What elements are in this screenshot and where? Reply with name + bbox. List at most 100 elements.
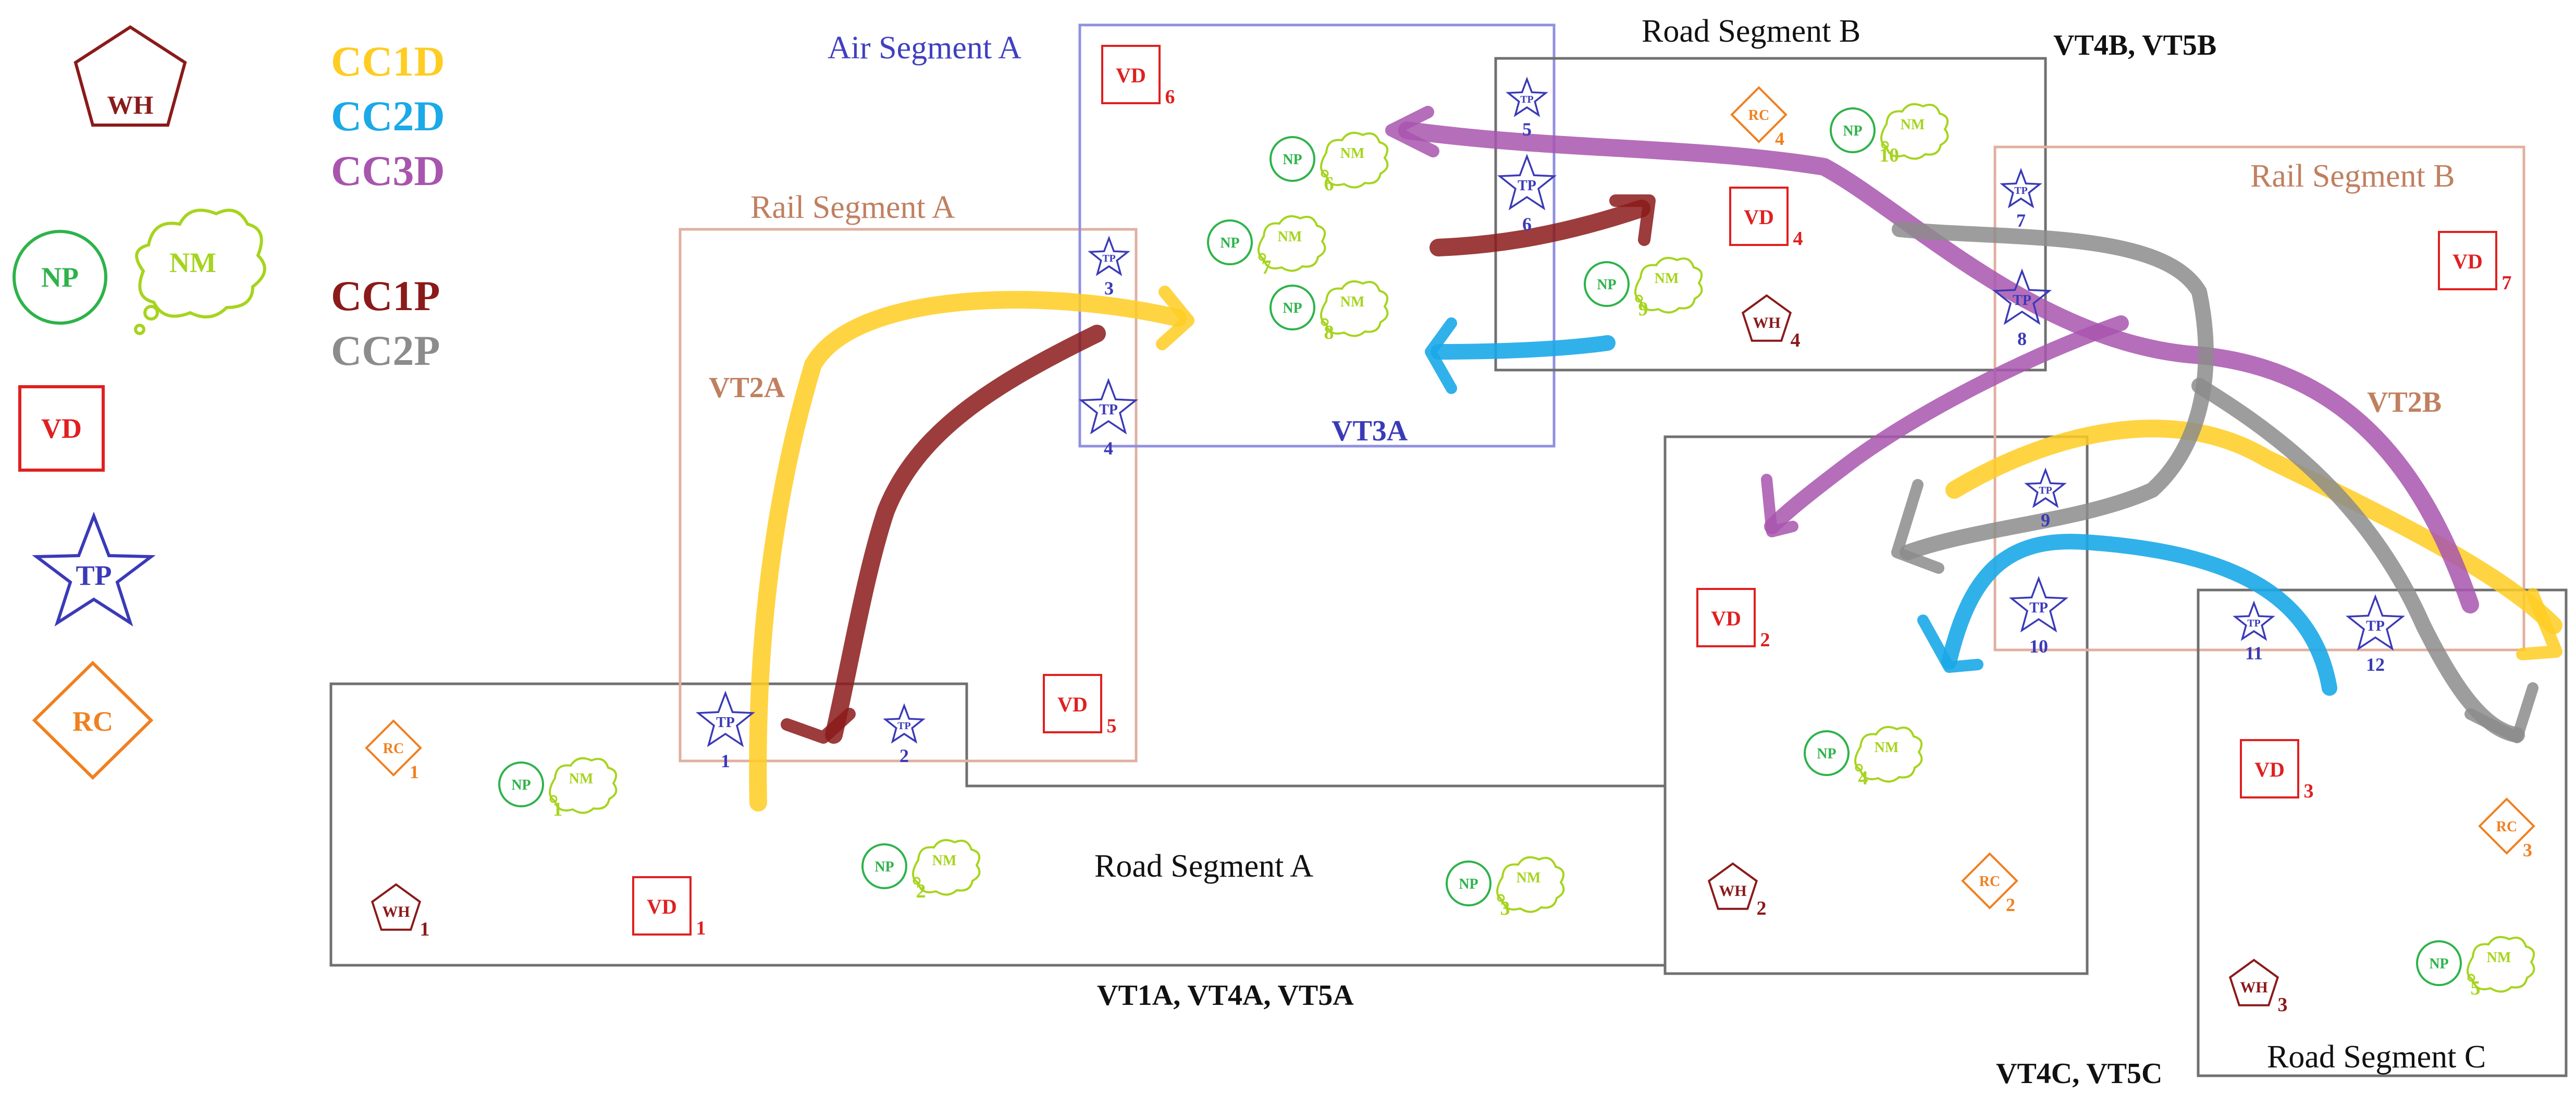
legend-rc-icon (32, 660, 154, 780)
recycling-center-index: 4 (1775, 128, 1784, 149)
vehicle-depot-index: 7 (2502, 272, 2512, 294)
transfer-point-label: TP (2366, 618, 2385, 634)
node-point-label: NP (1597, 277, 1616, 293)
cc1p-flow-b (1429, 200, 1650, 256)
transfer-point-label: TP (2247, 618, 2261, 629)
vt2a-label: VT2A (709, 372, 785, 404)
transfer-point-index: 7 (2016, 210, 2026, 231)
recycling-center-icon (1730, 86, 1788, 143)
vt3a-label: VT3A (1332, 415, 1408, 447)
warehouse-index: 4 (1791, 329, 1801, 351)
warehouse-icon (371, 883, 422, 931)
need-message-bubble (913, 877, 921, 885)
node-point-index: 6 (1324, 173, 1334, 195)
need-message-label: NM (1340, 294, 1365, 310)
need-message-icon (912, 839, 981, 896)
need-message-icon (1320, 280, 1389, 337)
transfer-point-index: 5 (1522, 119, 1532, 140)
legend-np-text: NP (41, 262, 79, 293)
node-point-label: NP (1817, 746, 1836, 762)
road-segment-b-box (1494, 57, 2047, 372)
need-message-bubble (1881, 141, 1889, 149)
transfer-point-index: 11 (2245, 643, 2263, 663)
warehouse-label: WH (382, 903, 410, 920)
rail-segment-b-box (1993, 145, 2525, 652)
cc2p-flow-b-head (2464, 682, 2538, 743)
warehouse-index: 1 (420, 918, 430, 940)
node-point-index: 5 (2471, 977, 2481, 999)
transfer-point-label: TP (2014, 185, 2028, 196)
need-message-bubble (1258, 253, 1266, 261)
node-point-icon (1584, 261, 1630, 307)
need-message-bubble (2467, 974, 2475, 982)
vt1a-vt4a-vt5a-label: VT1A, VT4A, VT5A (1097, 979, 1354, 1012)
transfer-point-7: TP 7 (2000, 168, 2042, 231)
road-segment-c-box (2197, 588, 2568, 1077)
legend-wh-text: WH (107, 90, 154, 119)
node-point-icon (1269, 285, 1315, 330)
legend-cc2p: CC2P (331, 327, 440, 374)
warehouse-icon (1707, 862, 1758, 910)
legend-cc1d: CC1D (331, 38, 445, 85)
vt4b-vt5b-label: VT4B, VT5B (2053, 29, 2216, 62)
transfer-point-6: TP6 (1497, 154, 1557, 235)
node-point-index: 1 (553, 798, 563, 820)
need-message-icon (1258, 215, 1326, 272)
transfer-point-icon (1506, 77, 1548, 117)
cc1p-flow-b-head (1609, 194, 1656, 246)
recycling-center-node-1: RC1 (365, 719, 422, 782)
vehicle-depot-icon (632, 876, 692, 936)
vehicle-depot-node-1: VD1 (632, 876, 706, 939)
vehicle-depot-node-4: VD4 (1729, 187, 1803, 250)
vehicle-depot-label: VD (2452, 250, 2483, 273)
cc1d-flow-b-head (2516, 588, 2562, 660)
vehicle-depot-label: VD (2254, 758, 2285, 781)
transfer-point-label: TP (897, 720, 911, 732)
node-point-icon (1207, 219, 1253, 265)
transfer-point-icon (1497, 154, 1557, 211)
transfer-point-9: TP9 (2024, 468, 2067, 531)
cc2p-flow-a-head (1891, 479, 1944, 574)
vehicle-depot-index: 1 (696, 917, 706, 939)
node-point-icon (1446, 861, 1492, 906)
node-point-label: NP (1283, 300, 1302, 316)
cc1d-flow-a-head (1156, 286, 1194, 350)
vt4c-vt5c-label: VT4C, VT5C (1996, 1058, 2162, 1090)
cc3d-flow-b-head (1761, 474, 1798, 537)
rail-segment-b-label: Rail Segment B (2250, 158, 2455, 194)
transfer-point-label: TP (1520, 94, 1534, 105)
recycling-center-label: RC (2496, 819, 2517, 835)
recycling-center-label: RC (383, 741, 404, 757)
road-segment-b-label: Road Segment B (1642, 14, 1860, 49)
recycling-center-node-4: RC4 (1730, 86, 1788, 149)
transfer-point-index: 1 (721, 751, 730, 771)
transfer-point-label: TP (1102, 253, 1116, 264)
recycling-center-index: 3 (2523, 840, 2532, 861)
vehicle-depot-icon (1043, 674, 1102, 733)
warehouse-label: WH (1753, 314, 1780, 331)
cc1d-flow-b (1945, 420, 2562, 634)
transfer-point-icon (695, 691, 756, 747)
need-message-bubble (549, 795, 558, 803)
vehicle-depot-node-6: VD6 (1101, 45, 1175, 108)
cc3d-flow-a (1398, 121, 2479, 613)
need-message-icon (549, 757, 618, 814)
segment-boxes (329, 23, 2568, 1077)
node-point-index: 2 (916, 880, 926, 902)
legend-np-icon (13, 230, 107, 325)
need-message-icon (1634, 256, 1703, 314)
transfer-point-index: 4 (1104, 438, 1113, 459)
legend-wh-icon (73, 25, 187, 127)
vehicle-depot-label: VD (1057, 693, 1088, 716)
legend-tp-icon (32, 511, 156, 627)
transfer-point-1: TP1 (695, 691, 756, 771)
cc3d-flow-a-head (1385, 106, 1439, 157)
legend-cc2d: CC2D (331, 92, 445, 140)
legend-rc-text: RC (72, 706, 113, 737)
node-point-label: NP (511, 777, 531, 793)
road-segment-a-label: Road Segment A (1094, 849, 1313, 884)
